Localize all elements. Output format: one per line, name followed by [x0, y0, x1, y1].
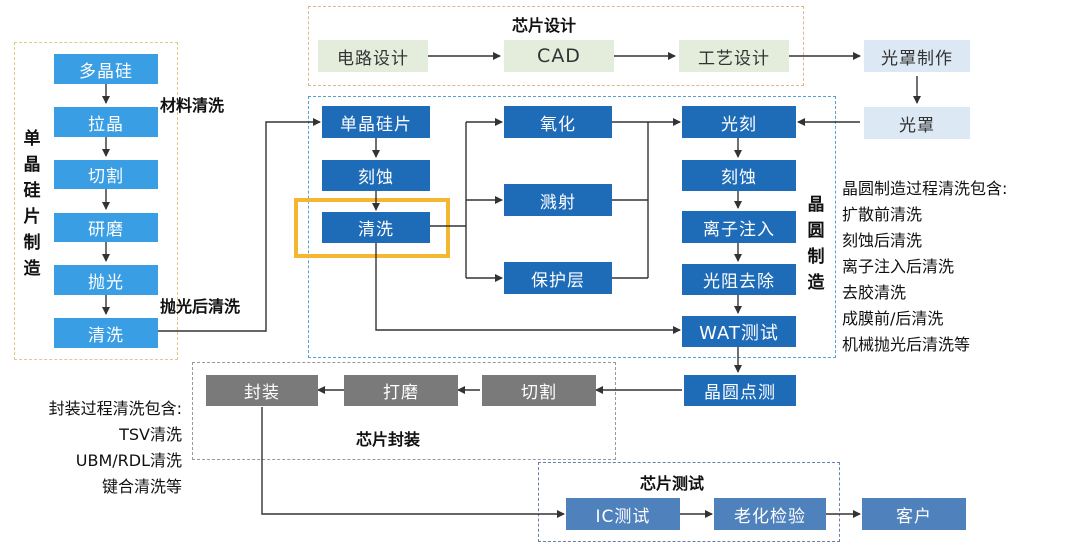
wafer-note-item: 去胶清洗: [842, 283, 907, 302]
step-dicing: 切割: [482, 375, 596, 406]
step-cad: CAD: [504, 40, 614, 72]
design-frame: [308, 6, 804, 86]
silicon-frame: [14, 42, 178, 360]
step-grinding: 研磨: [54, 213, 158, 242]
wafer-notes: 晶圆制造过程清洗包含: 扩散前清洗 刻蚀后清洗 离子注入后清洗 去胶清洗 成膜前…: [842, 176, 1007, 358]
silicon-section-title: 单晶硅片制造: [23, 129, 41, 279]
step-etch-right: 刻蚀: [682, 160, 796, 191]
package-note-item: 键合清洗等: [101, 477, 182, 496]
package-notes: 封装过程清洗包含: TSV清洗 UBM/RDL清洗 键合清洗等: [6, 396, 182, 500]
package-note-item: UBM/RDL清洗: [75, 451, 182, 470]
step-mask-making: 光罩制作: [864, 40, 970, 72]
step-wafer-probe: 晶圆点测: [684, 375, 796, 406]
step-mask: 光罩: [864, 107, 970, 139]
highlight-cleaning: [294, 198, 450, 258]
step-customer: 客户: [862, 498, 966, 530]
step-wafer-cleaning: 清洗: [322, 212, 430, 243]
step-packaging: 封装: [206, 375, 318, 406]
step-protection-layer: 保护层: [504, 262, 612, 294]
wafer-notes-title: 晶圆制造过程清洗包含:: [842, 179, 1008, 198]
step-ion-implant: 离子注入: [682, 211, 796, 243]
step-process-design: 工艺设计: [679, 40, 789, 72]
package-notes-title: 封装过程清洗包含:: [48, 399, 182, 418]
step-burn-in: 老化检验: [714, 498, 826, 530]
step-polysilicon: 多晶硅: [54, 54, 158, 84]
step-sputtering: 溅射: [504, 184, 612, 216]
package-note-item: TSV清洗: [119, 425, 182, 444]
wafer-note-item: 机械抛光后清洗等: [842, 335, 971, 354]
step-slicing: 切割: [54, 160, 158, 189]
step-thinning: 打磨: [344, 375, 458, 406]
step-etch-left: 刻蚀: [322, 160, 430, 191]
wafer-note-item: 扩散前清洗: [842, 205, 923, 224]
step-crystal-pulling: 拉晶: [54, 107, 158, 137]
wafer-note-item: 离子注入后清洗: [842, 257, 955, 276]
step-polishing: 抛光: [54, 265, 158, 295]
wafer-note-item: 成膜前/后清洗: [842, 309, 944, 328]
package-frame: [192, 362, 616, 460]
step-lithography: 光刻: [682, 106, 796, 138]
post-polish-cleaning-label: 抛光后清洗: [160, 297, 241, 316]
wafer-note-item: 刻蚀后清洗: [842, 231, 923, 250]
wafer-frame: [308, 96, 836, 358]
step-resist-strip: 光阻去除: [682, 264, 796, 295]
test-frame: [538, 462, 840, 542]
step-ic-test: IC测试: [566, 498, 680, 530]
step-oxidation: 氧化: [504, 106, 612, 138]
material-cleaning-label: 材料清洗: [160, 96, 225, 115]
package-section-title: 芯片封装: [356, 430, 421, 449]
step-circuit-design: 电路设计: [318, 40, 428, 72]
wafer-section-title: 晶圆制造: [807, 195, 825, 293]
design-section-title: 芯片设计: [512, 16, 577, 35]
step-wat-test: WAT测试: [682, 316, 796, 347]
test-section-title: 芯片测试: [640, 474, 705, 493]
step-silicon-cleaning: 清洗: [54, 318, 158, 348]
step-single-crystal-wafer: 单晶硅片: [322, 106, 430, 138]
